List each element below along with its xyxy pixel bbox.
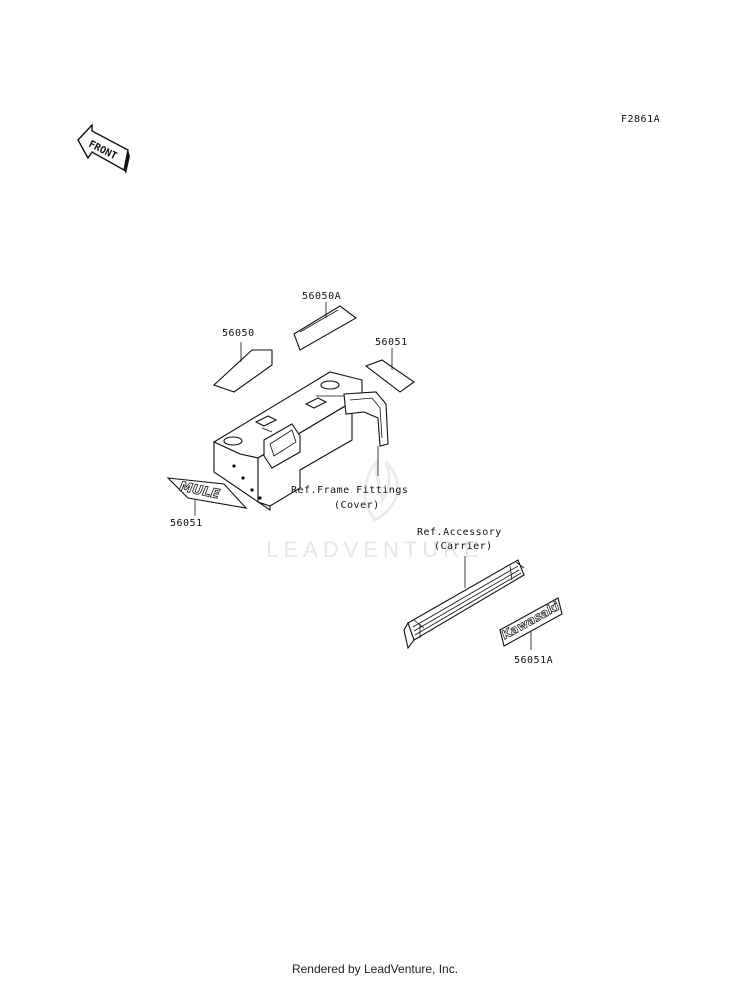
decal-56051-right [364, 348, 415, 393]
label-56050: 56050 [222, 328, 255, 339]
label-56051A: 56051A [514, 655, 553, 666]
label-56051-right: 56051 [375, 337, 408, 348]
ref-frame-fittings: Ref.Frame Fittings [291, 485, 408, 496]
footer-credit: Rendered by LeadVenture, Inc. [291, 962, 459, 976]
decal-kawasaki: Kawasaki [499, 597, 563, 650]
decal-56050 [212, 342, 273, 393]
carrier-panel [403, 559, 525, 650]
label-56050A: 56050A [302, 291, 341, 302]
decal-mule: MULE [166, 477, 248, 516]
ref-accessory: Ref.Accessory [417, 527, 502, 538]
kawasaki-logo-text: Kawasaki [500, 599, 561, 643]
watermark-text: LEADVENTURE [266, 537, 484, 562]
rear-cover [212, 371, 389, 512]
figure-code: F2861A [621, 114, 660, 125]
label-56051-left: 56051 [170, 518, 203, 529]
front-arrow-icon: FRONT [77, 123, 130, 174]
decal-56050A [293, 302, 357, 351]
ref-accessory-carrier: (Carrier) [434, 541, 493, 552]
ref-frame-cover: (Cover) [334, 500, 380, 511]
watermark: LEADVENTURE [266, 459, 484, 562]
watermark-flame-icon [363, 459, 399, 522]
